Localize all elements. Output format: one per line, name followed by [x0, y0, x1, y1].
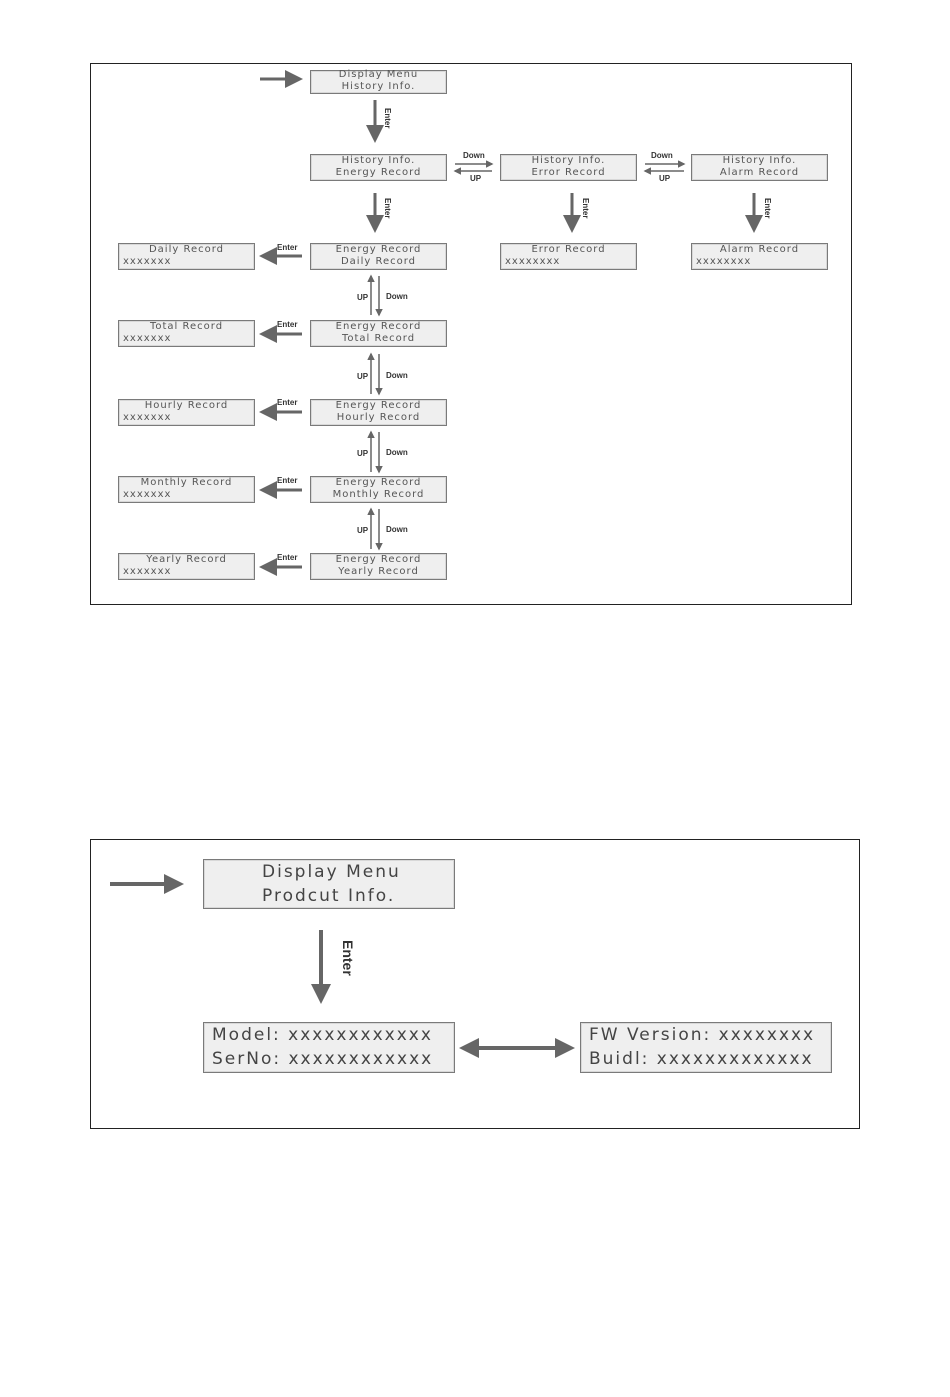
alarm-record-detail-box: Alarm Record xxxxxxxx	[691, 243, 828, 270]
box-line-2: xxxxxxxx	[696, 256, 752, 267]
box-line-2: xxxxxxx	[123, 412, 172, 423]
box-line-2: Energy Record	[335, 167, 422, 178]
fw-version-box: FW Version: xxxxxxxx Buidl: xxxxxxxxxxxx…	[580, 1022, 832, 1073]
energy-daily-record-box: Energy Record Daily Record	[310, 243, 447, 270]
up-label: UP	[470, 174, 482, 183]
energy-total-record-box: Energy Record Total Record	[310, 320, 447, 347]
box-line-1: Alarm Record	[719, 244, 800, 255]
box-line-1: Hourly Record	[144, 400, 229, 411]
monthly-record-detail-box: Monthly Record xxxxxxx	[118, 476, 255, 503]
box-line-1: Monthly Record	[140, 477, 233, 488]
box-line-2: xxxxxxx	[123, 256, 172, 267]
enter-label: Enter	[277, 398, 298, 407]
up-down-pair	[367, 430, 383, 474]
box-line-2: Daily Record	[340, 256, 417, 267]
box-line-1: Display Menu	[338, 69, 419, 80]
model-serno-box: Model: xxxxxxxxxxxx SerNo: xxxxxxxxxxxx	[203, 1022, 455, 1073]
box-line-1: Display Menu	[262, 862, 401, 882]
box-line-2: xxxxxxx	[123, 333, 172, 344]
down-label: Down	[463, 151, 485, 160]
enter-label: Enter	[277, 553, 298, 562]
box-line-1: History Info.	[531, 155, 606, 166]
box-line-1: Energy Record	[335, 321, 422, 332]
box-line-2: Prodcut Info.	[262, 886, 396, 906]
history-error-record-box: History Info. Error Record	[500, 154, 637, 181]
box-line-1: Energy Record	[335, 477, 422, 488]
box-line-1: History Info.	[722, 155, 797, 166]
down-label: Down	[386, 371, 408, 380]
energy-monthly-record-box: Energy Record Monthly Record	[310, 476, 447, 503]
up-down-pair	[367, 507, 383, 551]
daily-record-detail-box: Daily Record xxxxxxx	[118, 243, 255, 270]
total-record-detail-box: Total Record xxxxxxx	[118, 320, 255, 347]
box-line-2: Hourly Record	[336, 412, 421, 423]
box-line-1: Yearly Record	[146, 554, 227, 565]
display-menu-history-box: Display Menu History Info.	[310, 69, 447, 94]
energy-hourly-record-box: Energy Record Hourly Record	[310, 399, 447, 426]
error-record-detail-box: Error Record xxxxxxxx	[500, 243, 637, 270]
up-label: UP	[659, 174, 671, 183]
down-label: Down	[386, 292, 408, 301]
enter-label: Enter	[277, 320, 298, 329]
enter-label: Enter	[340, 940, 356, 976]
up-label: UP	[357, 372, 369, 381]
down-label: Down	[386, 448, 408, 457]
box-line-2: Alarm Record	[719, 167, 800, 178]
box-line-2: History Info.	[341, 81, 416, 92]
down-label: Down	[386, 525, 408, 534]
yearly-record-detail-box: Yearly Record xxxxxxx	[118, 553, 255, 580]
box-line-2: SerNo: xxxxxxxxxxxx	[212, 1049, 434, 1069]
up-label: UP	[357, 526, 369, 535]
box-line-1: Energy Record	[335, 554, 422, 565]
history-alarm-record-box: History Info. Alarm Record	[691, 154, 828, 181]
enter-label: Enter	[277, 476, 298, 485]
box-line-1: Daily Record	[148, 244, 225, 255]
hourly-record-detail-box: Hourly Record xxxxxxx	[118, 399, 255, 426]
box-line-1: Energy Record	[335, 400, 422, 411]
energy-yearly-record-box: Energy Record Yearly Record	[310, 553, 447, 580]
box-line-2: xxxxxxxx	[505, 256, 561, 267]
box-line-1: Energy Record	[335, 244, 422, 255]
box-line-2: Total Record	[341, 333, 416, 344]
box-line-2: Buidl: xxxxxxxxxxxxx	[589, 1049, 814, 1069]
up-label: UP	[357, 293, 369, 302]
box-line-1: Error Record	[531, 244, 606, 255]
box-line-2: xxxxxxx	[123, 566, 172, 577]
box-line-1: FW Version: xxxxxxxx	[589, 1025, 816, 1045]
down-label: Down	[651, 151, 673, 160]
box-line-2: Monthly Record	[332, 489, 425, 500]
box-line-2: Yearly Record	[338, 566, 419, 577]
up-down-pair	[367, 274, 383, 317]
up-down-pair	[367, 352, 383, 396]
up-label: UP	[357, 449, 369, 458]
history-energy-record-box: History Info. Energy Record	[310, 154, 447, 181]
box-line-1: Model: xxxxxxxxxxxx	[212, 1025, 433, 1045]
display-menu-product-box: Display Menu Prodcut Info.	[203, 859, 455, 909]
box-line-1: Total Record	[149, 321, 224, 332]
box-line-1: History Info.	[341, 155, 416, 166]
box-line-2: Error Record	[531, 167, 606, 178]
enter-label: Enter	[277, 243, 298, 252]
box-line-2: xxxxxxx	[123, 489, 172, 500]
